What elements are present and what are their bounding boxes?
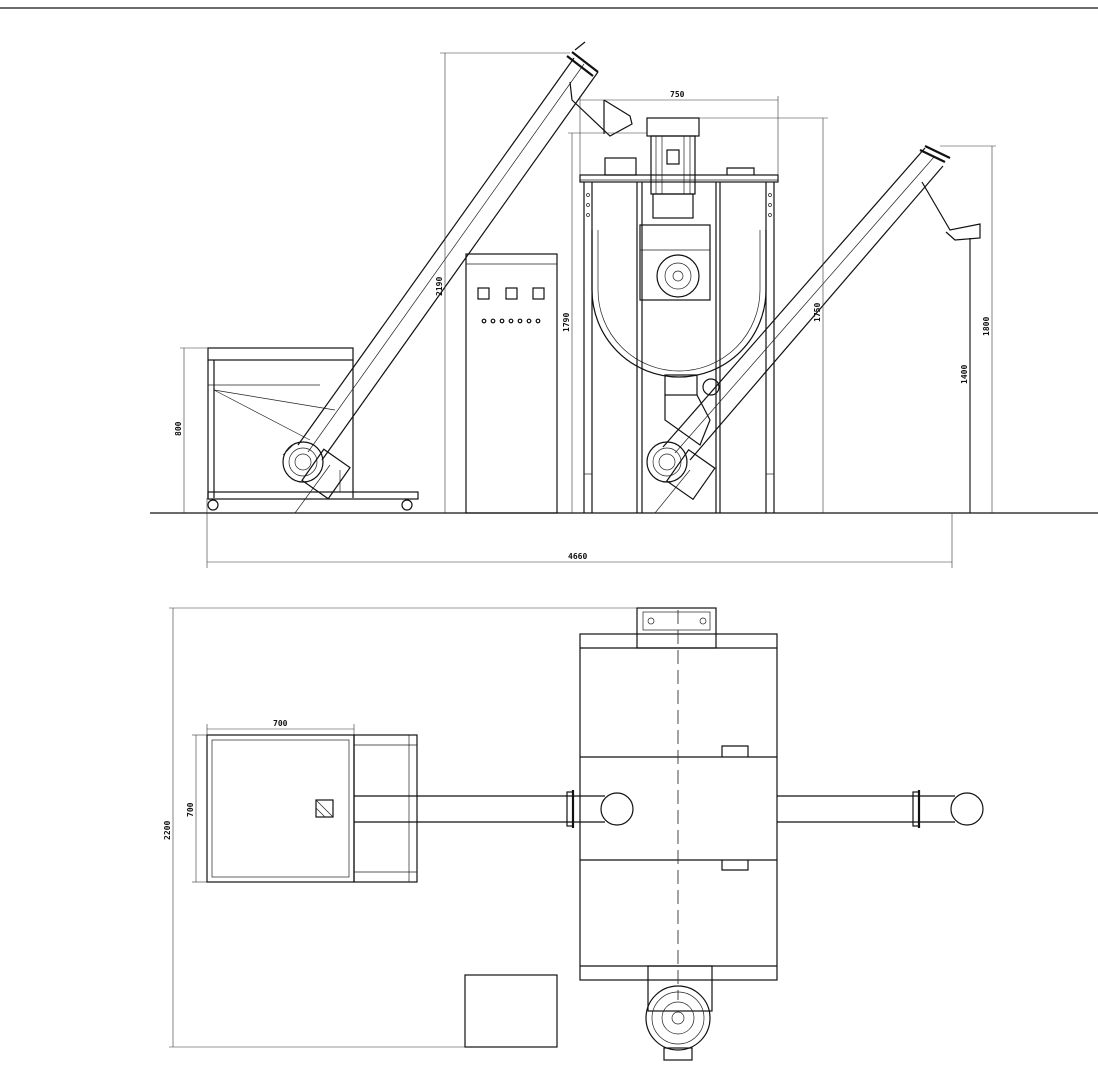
cabinet-meter-1 (477, 287, 490, 300)
dim-left-conveyor-height: 2190 (435, 277, 444, 296)
dim-hopper-height: 800 (174, 421, 183, 436)
mixer-gearbox (639, 224, 711, 301)
top-dimensions: 700 700 2200 (163, 607, 637, 1048)
cabinet-meter-3 (532, 287, 545, 300)
feed-hopper (207, 347, 419, 511)
front-view: 4660 2190 800 750 1790 1750 1400 (150, 41, 1098, 568)
left-screw-conveyor (282, 41, 633, 514)
right-screw-conveyor (646, 145, 981, 514)
control-cabinet-top-view (464, 974, 558, 1048)
cabinet-indicator-lights (481, 318, 541, 324)
front-dimensions: 4660 2190 800 750 1790 1750 1400 (174, 52, 996, 568)
left-conveyor-motor (282, 441, 324, 483)
hopper-top-view (206, 734, 418, 883)
dim-overall-depth: 2200 (163, 821, 172, 840)
dim-overall-width: 4660 (568, 552, 587, 561)
dim-hopper-width: 700 (273, 719, 288, 728)
caster-wheel-right (401, 499, 413, 511)
cabinet-meter-2 (505, 287, 518, 300)
dim-mixer-body-height: 1790 (562, 313, 571, 332)
dim-mixer-total-height: 1750 (813, 303, 822, 322)
right-conveyor-top-view (777, 790, 984, 828)
mixer-top-view (579, 607, 778, 1061)
mixer (579, 117, 779, 513)
caster-wheel-left (207, 499, 219, 511)
right-conveyor-motor (646, 441, 688, 483)
mixer-motor (646, 117, 700, 137)
dim-right-conveyor-outlet: 1400 (960, 365, 969, 384)
control-cabinet (465, 253, 558, 514)
dim-right-conveyor-height: 1800 (982, 317, 991, 336)
top-view: 700 700 2200 (163, 607, 984, 1061)
mixer-top-view-motor (645, 985, 711, 1051)
left-conveyor-top-view (354, 790, 634, 828)
dim-hopper-depth: 700 (186, 802, 195, 817)
hopper-outlet-symbol (315, 799, 334, 818)
dim-mixer-width: 750 (670, 90, 685, 99)
